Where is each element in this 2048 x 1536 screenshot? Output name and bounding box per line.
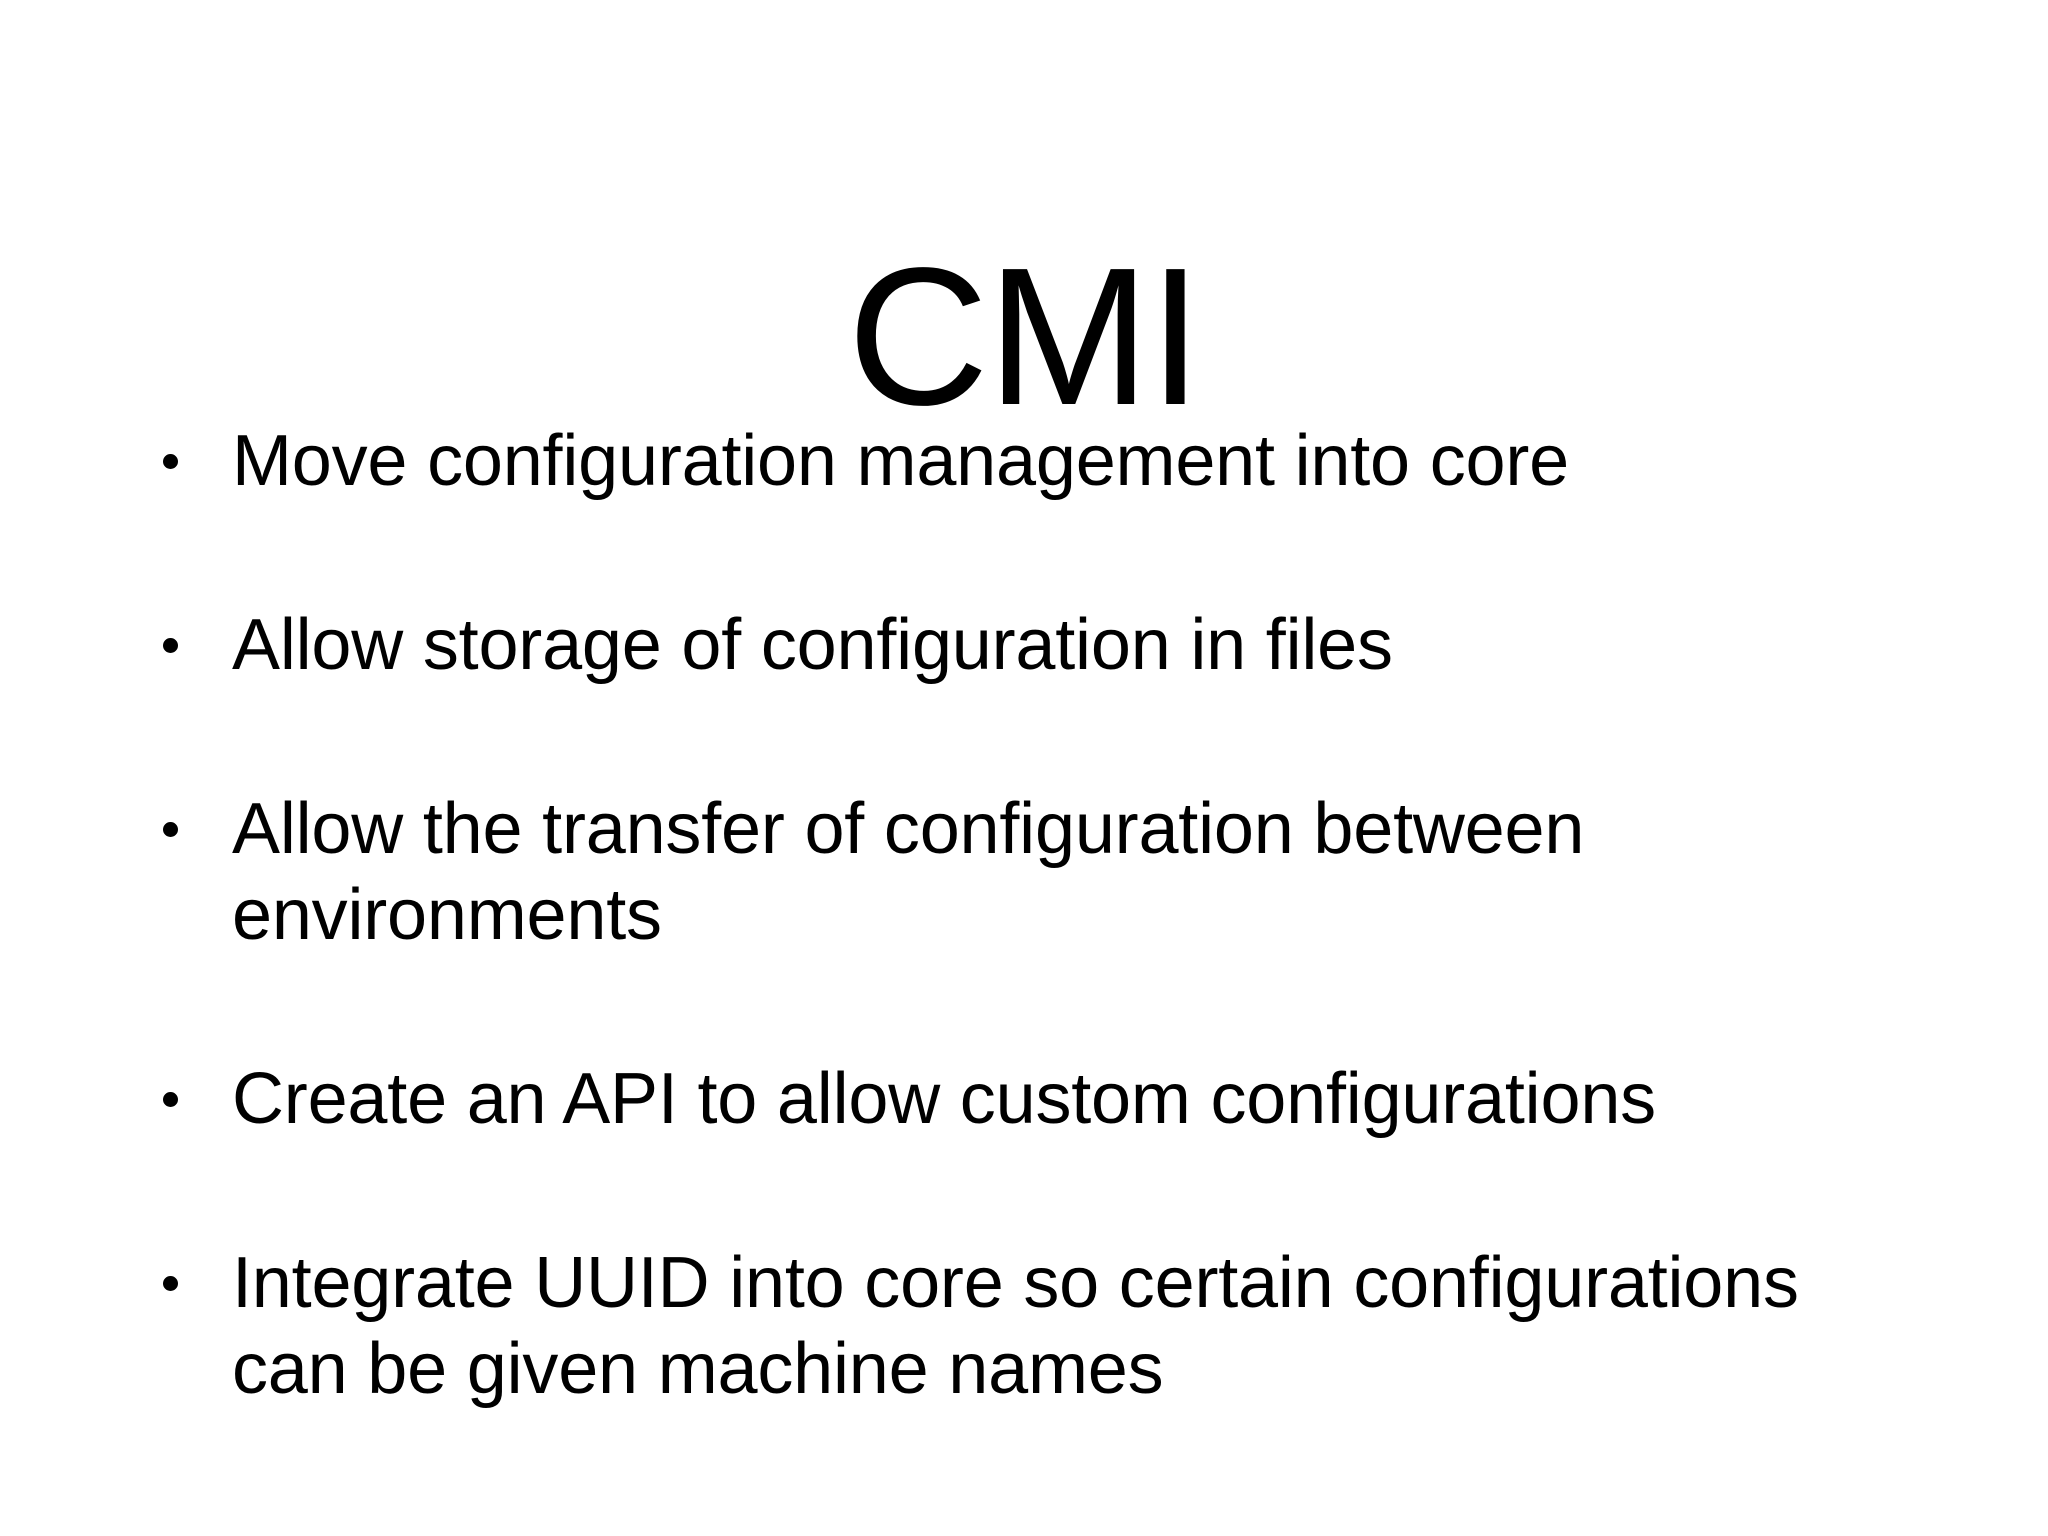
list-item: Allow the transfer of configuration betw… [150, 786, 1910, 958]
bullet-dot-icon [163, 1092, 178, 1107]
page-title: CMI [847, 227, 1202, 447]
bullet-dot-icon [163, 638, 178, 653]
list-item-label: Allow the transfer of configuration betw… [232, 789, 1585, 955]
list-item-label: Integrate UUID into core so certain conf… [232, 1243, 1799, 1409]
list-item: Create an API to allow custom configurat… [150, 1056, 1910, 1142]
bullet-list: Move configuration management into core … [150, 418, 1910, 1412]
bullet-dot-icon [163, 454, 178, 469]
list-item: Move configuration management into core [150, 418, 1910, 504]
list-item-label: Create an API to allow custom configurat… [232, 1059, 1656, 1139]
list-item-label: Allow storage of configuration in files [232, 605, 1393, 685]
list-item: Allow storage of configuration in files [150, 602, 1910, 688]
bullet-dot-icon [163, 1276, 178, 1291]
bullet-dot-icon [163, 822, 178, 837]
list-item-label: Move configuration management into core [232, 421, 1569, 501]
list-item: Integrate UUID into core so certain conf… [150, 1240, 1910, 1412]
